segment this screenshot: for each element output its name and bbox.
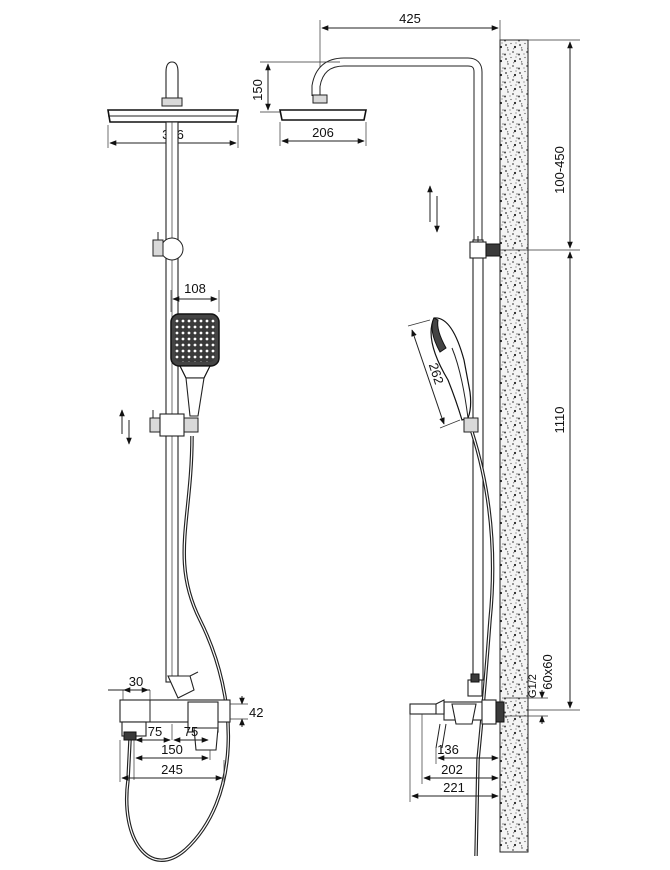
slide-direction-arrows-front — [119, 409, 132, 445]
dim-label: 108 — [184, 281, 206, 296]
column-connector-front — [167, 671, 199, 699]
dim-hand-shower-length: 262 — [407, 319, 461, 429]
shower-column — [165, 121, 179, 683]
dim-spout-projection: 136 — [435, 742, 499, 764]
mixer-body-side — [409, 699, 505, 749]
dim-spout-axes: 75 75 — [133, 724, 211, 780]
hand-shower-front — [170, 313, 220, 417]
dim-hand-shower-width: 108 — [170, 281, 220, 312]
dim-head-depth: 206 — [279, 122, 367, 146]
rain-head-side — [279, 109, 367, 121]
slide-direction-arrows-side — [427, 185, 440, 233]
thread-size-label: G1/2 — [527, 674, 539, 698]
dim-label: 42 — [249, 705, 263, 720]
dim-mixer-height: 42 — [230, 696, 263, 727]
dim-label: 245 — [161, 762, 183, 777]
dim-label: 100-450 — [552, 146, 567, 194]
flange-size-label: 60x60 — [540, 654, 555, 689]
dim-label: 202 — [441, 762, 463, 777]
dim-inlet-spacing: 150 — [135, 742, 209, 761]
dim-bracket-range: 100-450 — [500, 39, 580, 251]
overhead-arm-side — [311, 57, 483, 246]
dim-arm-reach: 425 — [319, 11, 501, 98]
dim-label: 1110 — [552, 407, 567, 434]
wall-section — [499, 39, 529, 853]
dim-label: 150 — [250, 79, 265, 101]
dim-label: 425 — [399, 11, 421, 26]
dim-label: 30 — [129, 674, 143, 689]
rain-head-front — [107, 109, 239, 123]
dim-label: 75 — [184, 724, 198, 739]
dim-label: 150 — [161, 742, 183, 757]
dim-body-depth: 202 — [421, 714, 499, 784]
wall-bracket-front — [152, 232, 184, 261]
dim-mixer-offset: 30 — [108, 674, 151, 700]
dim-label: 262 — [426, 361, 447, 386]
dim-label: 136 — [437, 742, 459, 757]
wall-bracket-side — [469, 236, 501, 259]
rain-head-connector — [161, 61, 183, 107]
dim-connection: G1/2 60x60 — [504, 654, 555, 724]
dim-head-drop: 150 — [250, 61, 340, 113]
side-view: 425 150 206 — [250, 11, 580, 857]
dim-mixer-total-width: 245 — [119, 740, 225, 782]
front-view: 306 108 — [107, 61, 263, 862]
dim-label: 75 — [148, 724, 162, 739]
dim-total-depth: 221 — [409, 714, 499, 802]
dim-bracket-height: 1110 — [528, 251, 580, 711]
slider-holder-front — [149, 410, 199, 437]
dim-label: 221 — [443, 780, 465, 795]
dim-label: 206 — [312, 125, 334, 140]
column-connector-side — [467, 673, 483, 697]
